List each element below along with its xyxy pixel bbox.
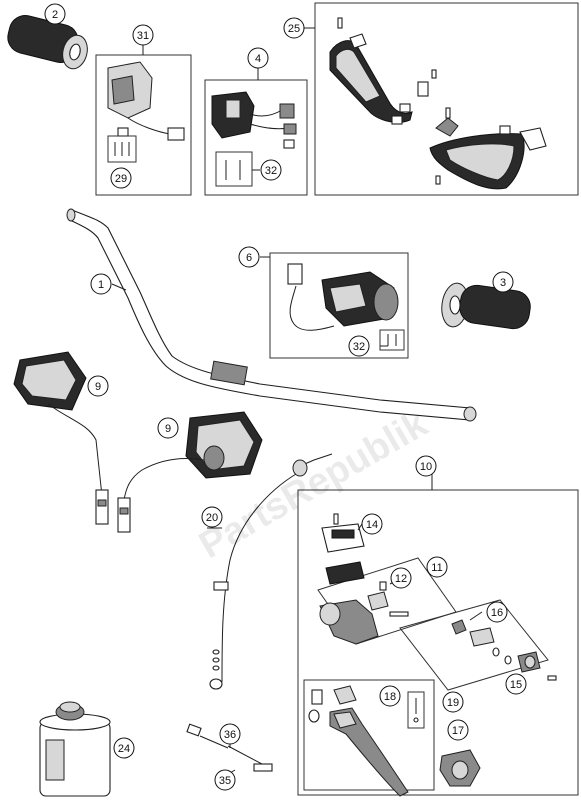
callout-36: 36 bbox=[219, 723, 241, 745]
switch-part-31 bbox=[107, 61, 185, 163]
svg-text:10: 10 bbox=[420, 461, 432, 473]
cable-part-36 bbox=[186, 723, 273, 777]
clutch-lever-18 bbox=[308, 685, 425, 797]
svg-text:20: 20 bbox=[206, 512, 218, 524]
svg-text:15: 15 bbox=[510, 679, 522, 691]
callout-25: 25 bbox=[283, 17, 305, 39]
svg-text:1: 1 bbox=[98, 279, 104, 291]
svg-text:6: 6 bbox=[246, 252, 252, 264]
mirror-left bbox=[13, 351, 109, 525]
callout-19: 19 bbox=[442, 691, 464, 713]
callout-15: 15 bbox=[505, 673, 527, 695]
callout-12: 12 bbox=[390, 567, 412, 589]
callout-9-left: 9 bbox=[87, 375, 109, 397]
switch-part-4 bbox=[211, 91, 297, 187]
svg-text:32: 32 bbox=[265, 165, 277, 177]
svg-text:18: 18 bbox=[384, 691, 396, 703]
oil-bottle bbox=[39, 701, 111, 797]
callout-11: 11 bbox=[426, 556, 448, 578]
callout-32-top: 32 bbox=[260, 159, 282, 181]
callout-10: 10 bbox=[415, 455, 437, 477]
svg-text:19: 19 bbox=[447, 697, 459, 709]
callout-9-right: 9 bbox=[157, 417, 179, 439]
svg-text:29: 29 bbox=[115, 173, 127, 185]
callout-18: 18 bbox=[379, 685, 401, 707]
callout-6: 6 bbox=[238, 246, 260, 268]
svg-text:4: 4 bbox=[255, 53, 261, 65]
svg-text:32: 32 bbox=[353, 341, 365, 353]
clutch-master-10 bbox=[319, 513, 557, 681]
callout-29: 29 bbox=[110, 167, 132, 189]
svg-text:36: 36 bbox=[224, 729, 236, 741]
switch-part-6 bbox=[287, 263, 405, 351]
box-18 bbox=[303, 679, 435, 791]
callout-1: 1 bbox=[90, 273, 112, 295]
callout-24: 24 bbox=[113, 737, 135, 759]
box-4 bbox=[204, 79, 308, 196]
lever-adjuster-17 bbox=[439, 749, 481, 787]
callout-32-mid: 32 bbox=[348, 335, 370, 357]
svg-text:9: 9 bbox=[95, 381, 101, 393]
svg-text:11: 11 bbox=[431, 562, 442, 574]
callout-35: 35 bbox=[214, 769, 236, 791]
callout-17: 17 bbox=[447, 719, 469, 741]
callout-20: 20 bbox=[201, 506, 223, 528]
svg-text:14: 14 bbox=[366, 519, 378, 531]
box-10 bbox=[297, 489, 579, 796]
callout-31: 31 bbox=[132, 24, 154, 46]
callout-3: 3 bbox=[492, 271, 514, 293]
clutch-line bbox=[209, 453, 333, 690]
svg-text:24: 24 bbox=[118, 743, 130, 755]
handlebar bbox=[66, 208, 477, 422]
grip-left bbox=[7, 14, 88, 70]
svg-text:25: 25 bbox=[288, 23, 300, 35]
callout-14: 14 bbox=[361, 513, 383, 535]
svg-text:3: 3 bbox=[500, 277, 506, 289]
callout-4: 4 bbox=[247, 47, 269, 69]
callout-16: 16 bbox=[486, 601, 508, 623]
svg-text:31: 31 bbox=[137, 30, 149, 42]
box-6 bbox=[269, 252, 409, 359]
handguard-set-25 bbox=[329, 17, 547, 190]
grip-right bbox=[441, 282, 531, 330]
box-16 bbox=[399, 599, 549, 691]
box-25 bbox=[314, 2, 579, 196]
svg-text:12: 12 bbox=[395, 573, 407, 585]
svg-text:16: 16 bbox=[491, 607, 503, 619]
svg-text:17: 17 bbox=[452, 725, 464, 737]
svg-text:2: 2 bbox=[52, 9, 58, 21]
svg-text:9: 9 bbox=[165, 423, 171, 435]
mirror-right bbox=[117, 411, 263, 533]
svg-text:35: 35 bbox=[219, 775, 231, 787]
callout-2: 2 bbox=[44, 3, 66, 25]
